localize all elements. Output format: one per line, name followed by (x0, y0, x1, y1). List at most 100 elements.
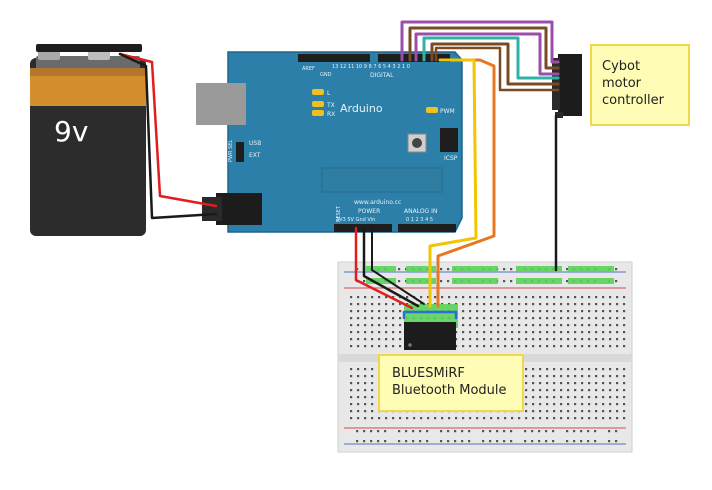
breadboard-hole (567, 310, 570, 313)
breadboard-hole (532, 345, 535, 348)
breadboard-hole (581, 317, 584, 320)
breadboard-hole (455, 296, 458, 299)
breadboard-hole (462, 331, 465, 334)
breadboard-hole (350, 375, 353, 378)
breadboard-hole (588, 410, 591, 413)
breadboard-hole (398, 268, 401, 271)
breadboard-hole (518, 303, 521, 306)
breadboard-hole (616, 324, 619, 327)
breadboard-hole (350, 396, 353, 399)
breadboard-hole (581, 303, 584, 306)
breadboard-hole (539, 410, 542, 413)
led-l-icon (312, 89, 324, 95)
breadboard-hole (406, 296, 409, 299)
breadboard-hole (399, 310, 402, 313)
breadboard-hole (609, 310, 612, 313)
breadboard-hole (609, 331, 612, 334)
breadboard-hole (560, 382, 563, 385)
breadboard-hole (581, 310, 584, 313)
breadboard-hole (553, 296, 556, 299)
breadboard-hole (609, 403, 612, 406)
breadboard-hole (455, 331, 458, 334)
breadboard-hole (385, 345, 388, 348)
breadboard-hole (580, 440, 583, 443)
breadboard-hole (623, 338, 626, 341)
breadboard-hole (581, 389, 584, 392)
breadboard-hole (588, 417, 591, 420)
breadboard-hole (511, 331, 514, 334)
breadboard-hole (560, 310, 563, 313)
arduino-board: Arduino www.arduino.cc USB EXT PWR SEL I… (196, 51, 463, 233)
breadboard-hole (623, 303, 626, 306)
breadboard-hole (419, 440, 422, 443)
pwr-sel-jumper (236, 142, 244, 162)
breadboard-hole (518, 324, 521, 327)
breadboard-hole (511, 310, 514, 313)
breadboard-hole (518, 331, 521, 334)
breadboard-hole (497, 303, 500, 306)
breadboard-hole (490, 417, 493, 420)
wire-black-gnd (362, 226, 420, 308)
breadboard-hole (350, 310, 353, 313)
breadboard-hole (350, 410, 353, 413)
breadboard-hole (378, 331, 381, 334)
breadboard-hole (609, 410, 612, 413)
breadboard-hole (350, 303, 353, 306)
breadboard-hole (476, 345, 479, 348)
breadboard-hole (539, 403, 542, 406)
breadboard-hole (560, 296, 563, 299)
breadboard-hole (539, 331, 542, 334)
breadboard-hole (602, 403, 605, 406)
reset-label: RESET (336, 205, 342, 222)
breadboard-hole (399, 324, 402, 327)
breadboard-hole (581, 338, 584, 341)
breadboard-hole (370, 440, 373, 443)
arduino-brand: Arduino (340, 102, 383, 115)
breadboard-hole (588, 303, 591, 306)
breadboard-hole (420, 417, 423, 420)
battery-label: 9v (54, 115, 88, 148)
breadboard-hole (616, 345, 619, 348)
wire-yellow (428, 58, 478, 308)
breadboard-hole (616, 368, 619, 371)
breadboard-hole (602, 317, 605, 320)
breadboard-hole (511, 317, 514, 320)
breadboard-hole (392, 324, 395, 327)
breadboard-hole (567, 389, 570, 392)
breadboard-hole (560, 331, 563, 334)
breadboard-hole (511, 303, 514, 306)
breadboard-hole (503, 440, 506, 443)
breadboard-hole (364, 403, 367, 406)
breadboard-hole (532, 303, 535, 306)
breadboard-hole (532, 368, 535, 371)
breadboard-hole (567, 303, 570, 306)
breadboard-hole (454, 440, 457, 443)
breadboard-hole (350, 389, 353, 392)
breadboard-hole (574, 382, 577, 385)
breadboard-hole (623, 417, 626, 420)
breadboard-hole (371, 375, 374, 378)
breadboard-hole (398, 280, 401, 283)
breadboard-hole (581, 417, 584, 420)
breadboard-hole (574, 410, 577, 413)
breadboard-hole (595, 417, 598, 420)
breadboard-hole (545, 430, 548, 433)
breadboard-hole (371, 382, 374, 385)
breadboard-hole (357, 375, 360, 378)
breadboard-hole (483, 331, 486, 334)
breadboard-hole (357, 324, 360, 327)
breadboard-hole (518, 310, 521, 313)
breadboard-hole (357, 410, 360, 413)
breadboard-hole (357, 345, 360, 348)
breadboard-hole (511, 345, 514, 348)
breadboard-hole (623, 310, 626, 313)
breadboard-hole (539, 338, 542, 341)
breadboard-hole (546, 331, 549, 334)
breadboard-hole (504, 338, 507, 341)
breadboard-hole (588, 317, 591, 320)
breadboard-hole (503, 268, 506, 271)
breadboard-hole (392, 296, 395, 299)
breadboard-hole (392, 338, 395, 341)
breadboard-hole (363, 440, 366, 443)
breadboard-hole (567, 396, 570, 399)
